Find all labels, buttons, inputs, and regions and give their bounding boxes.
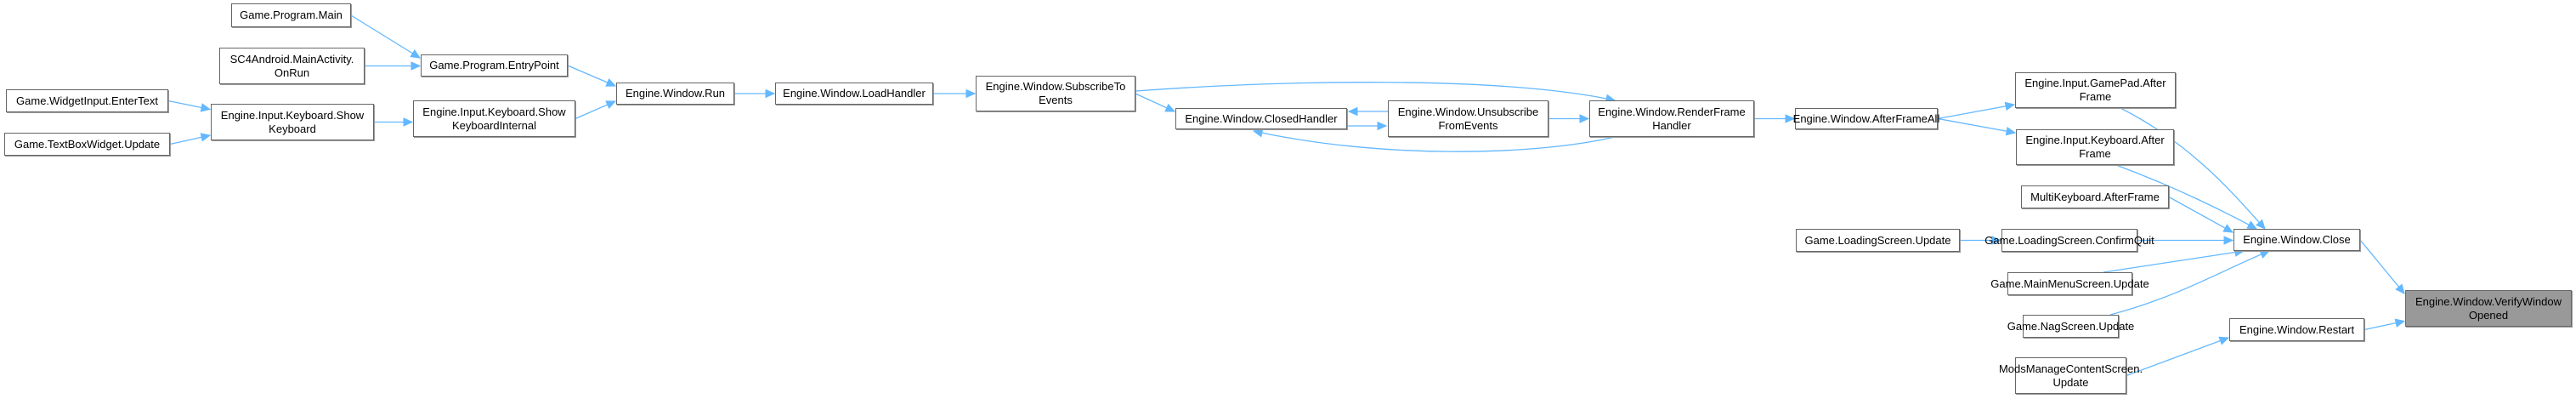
edge-window-close-to-window-verifywindowopened [2359,239,2405,294]
node-window-run[interactable]: Engine.Window.Run [616,83,734,105]
edge-window-afterframeall-to-keyboard-afterframe [1937,117,2016,134]
node-window-closedhandler[interactable]: Engine.Window.ClosedHandler [1175,108,1347,129]
node-window-unsubscribefromevents[interactable]: Engine.Window.Unsubscribe FromEvents [1388,100,1548,137]
node-window-close[interactable]: Engine.Window.Close [2233,229,2360,251]
edge-window-restart-to-window-verifywindowopened-arrow [2394,318,2406,328]
edge-mainmenuscreen-update-to-window-close [2103,250,2245,273]
edge-window-closedhandler-to-window-unsubscribefromevents-arrow [1377,121,1388,131]
node-multikeyboard-afterframe[interactable]: MultiKeyboard.AfterFrame [2021,185,2169,208]
node-nagscreen-update[interactable]: Game.NagScreen.Update [2007,315,2134,338]
node-keyboard-showkeyboard[interactable]: Engine.Input.Keyboard.Show Keyboard [211,104,374,140]
node-window-loadhandler[interactable]: Engine.Window.LoadHandler [775,83,933,105]
node-window-afterframeall[interactable]: Engine.Window.AfterFrameAll [1793,108,1939,129]
edge-window-renderframehandler-to-window-afterframeall-arrow [1785,114,1796,123]
edge-window-renderframehandler-to-window-closedhandler [1253,130,1616,152]
edge-window-subscribetoevents-to-window-closedhandler-arrow [1164,103,1176,112]
edge-modsmanagecontentscreen-update-to-window-restart-arrow [2218,336,2230,345]
edge-multikeyboard-afterframe-to-window-close [2168,196,2233,233]
node-window-subscribetoevents[interactable]: Engine.Window.SubscribeTo Events [976,76,1135,111]
node-textboxwidget-update[interactable]: Game.TextBoxWidget.Update [4,133,170,156]
edge-sc4android-onrun-to-program-entrypoint-arrow [410,61,422,71]
edge-window-afterframeall-to-gamepad-afterframe-arrow [2004,101,2016,111]
edge-window-run-to-window-loadhandler-arrow [765,88,776,99]
node-window-restart[interactable]: Engine.Window.Restart [2229,318,2364,341]
edge-program-entrypoint-to-window-run-arrow [605,78,617,87]
edge-keyboard-showkeyboardinternal-to-window-run-arrow [605,100,617,110]
edge-gamepad-afterframe-to-window-close [2120,107,2266,230]
node-window-verifywindowopened: Engine.Window.VerifyWindow Opened [2405,290,2572,327]
edge-window-unsubscribefromevents-to-window-closedhandler-arrow [1347,106,1358,117]
edge-window-unsubscribefromevents-to-window-renderframehandler-arrow [1579,114,1590,123]
node-program-entrypoint[interactable]: Game.Program.EntryPoint [421,54,568,77]
edge-window-afterframeall-to-keyboard-afterframe-arrow [2005,126,2017,136]
edge-gamepad-afterframe-to-window-close-arrow [2256,219,2266,230]
node-program-main[interactable]: Game.Program.Main [231,3,351,27]
node-modsmanagecontentscreen-update[interactable]: ModsManageContentScreen. Update [1999,357,2143,394]
node-keyboard-afterframe[interactable]: Engine.Input.Keyboard.After Frame [2016,129,2174,165]
edge-widgetinput-entertext-to-keyboard-showkeyboard-arrow [200,103,212,112]
edge-window-close-to-window-verifywindowopened-arrow [2395,283,2405,294]
edge-keyboard-afterframe-to-window-close-arrow [2246,220,2258,230]
edge-loadingscreen-update-to-loadingscreen-confirmquit-arrow [1991,236,2002,245]
node-keyboard-showkeyboardinternal[interactable]: Engine.Input.Keyboard.Show KeyboardInter… [413,100,575,137]
edge-window-loadhandler-to-window-subscribetoevents-arrow [965,88,977,99]
node-loadingscreen-confirmquit[interactable]: Game.LoadingScreen.ConfirmQuit [1984,229,2154,252]
node-window-renderframehandler[interactable]: Engine.Window.RenderFrame Handler [1589,100,1754,137]
edge-window-subscribetoevents-to-window-renderframehandler [1135,82,1616,101]
edge-modsmanagecontentscreen-update-to-window-restart [2126,337,2229,377]
edge-multikeyboard-afterframe-to-window-close-arrow [2222,224,2234,233]
edge-nagscreen-update-to-window-close-arrow [2259,250,2271,259]
node-loadingscreen-update[interactable]: Game.LoadingScreen.Update [1796,229,1960,252]
edge-program-main-to-program-entrypoint [350,14,421,59]
edge-program-main-to-program-entrypoint-arrow [410,48,422,59]
edge-textboxwidget-update-to-keyboard-showkeyboard-arrow [200,133,212,142]
node-widgetinput-entertext[interactable]: Game.WidgetInput.EnterText [6,89,168,112]
edge-window-afterframeall-to-gamepad-afterframe [1937,104,2015,120]
edge-window-renderframehandler-to-window-closedhandler-arrow [1252,128,1264,138]
edge-keyboard-afterframe-to-window-close [2115,164,2257,230]
edge-keyboard-showkeyboard-to-keyboard-showkeyboardinternal-arrow [403,117,414,127]
node-sc4android-onrun[interactable]: SC4Android.MainActivity. OnRun [219,48,365,84]
node-gamepad-afterframe[interactable]: Engine.Input.GamePad.After Frame [2015,72,2176,108]
edge-nagscreen-update-to-window-close [2109,250,2270,316]
edge-loadingscreen-confirmquit-to-window-close-arrow [2223,236,2234,245]
node-mainmenuscreen-update[interactable]: Game.MainMenuScreen.Update [1990,272,2149,295]
